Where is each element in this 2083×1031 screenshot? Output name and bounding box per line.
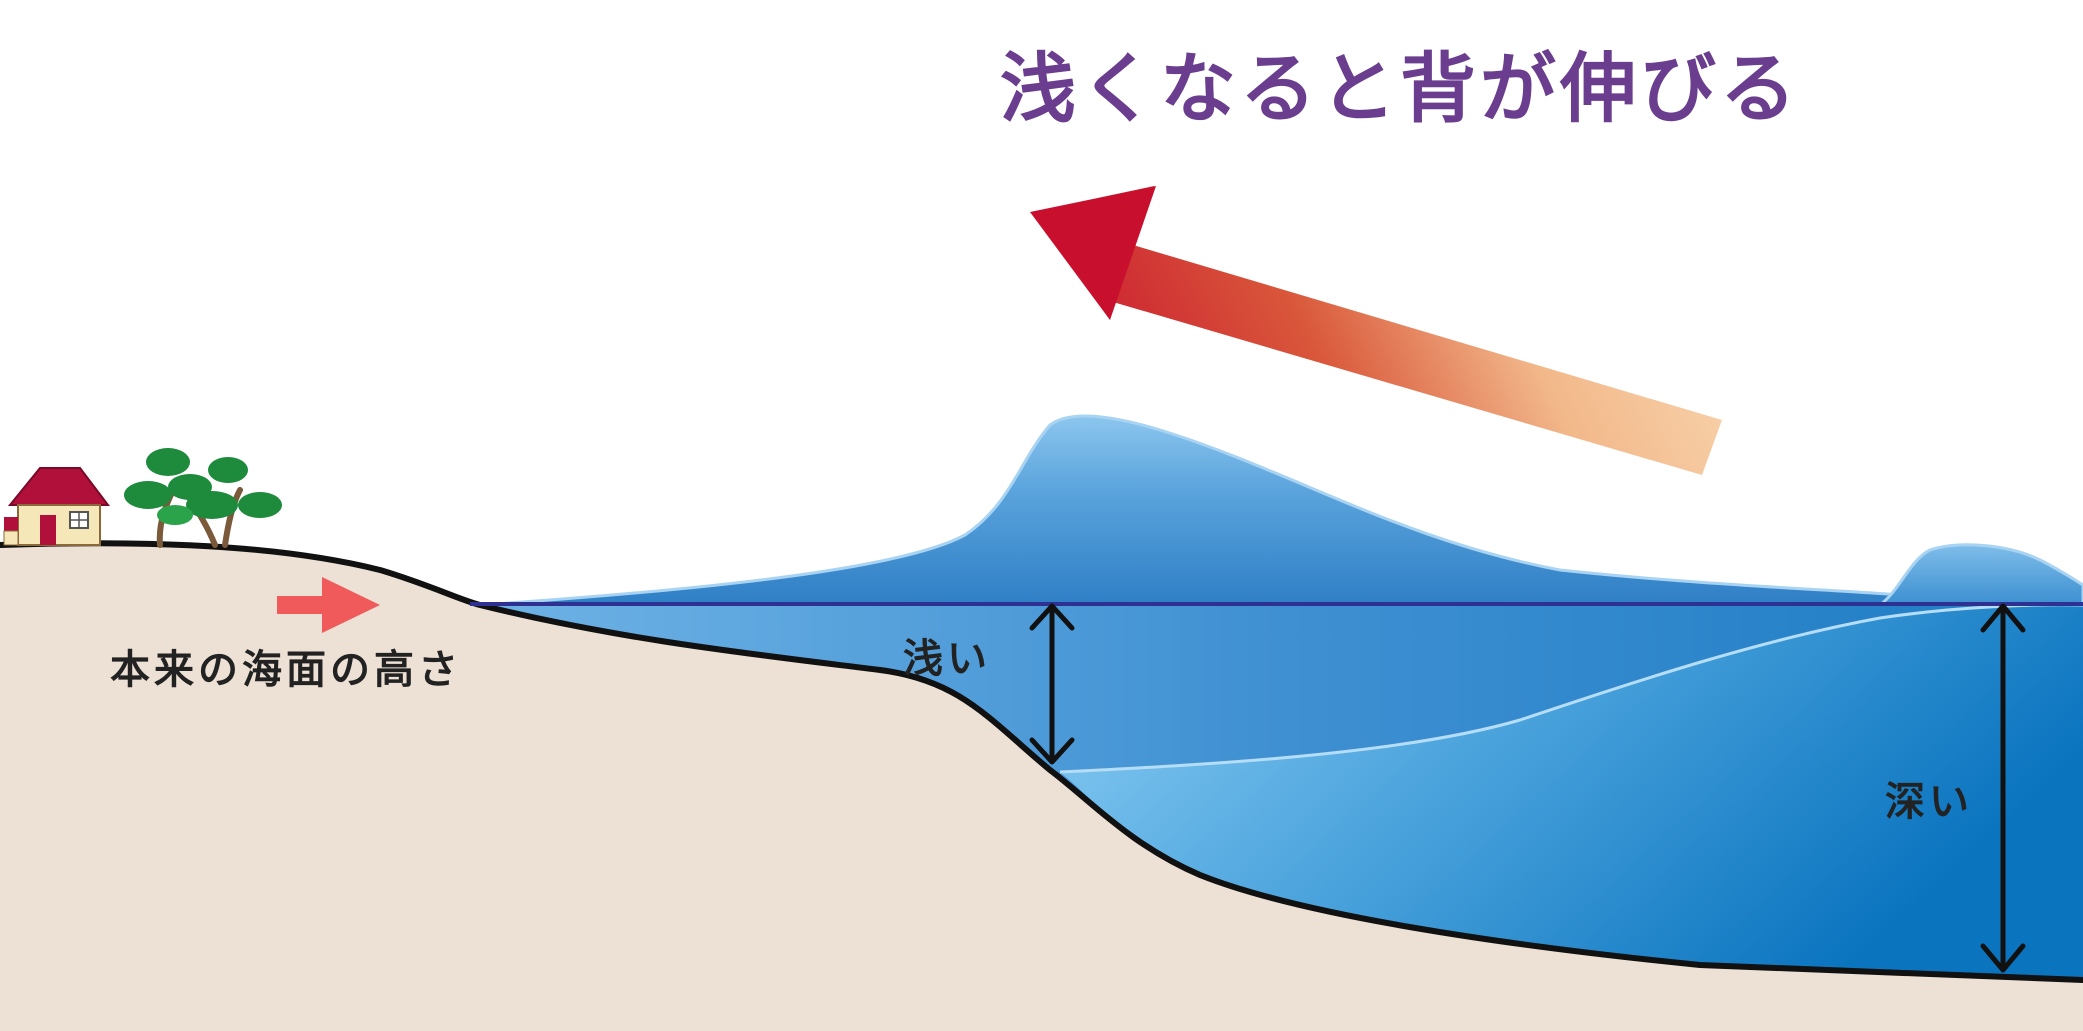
deep-depth-arrow — [1980, 603, 2026, 973]
deep-label: 深い — [1885, 779, 1973, 825]
direction-arrow-head — [1030, 186, 1156, 320]
shallow-label: 浅い — [903, 636, 991, 682]
diagram-title: 浅くなると背が伸びる — [1000, 44, 1800, 133]
shallow-depth-arrow — [1029, 603, 1075, 765]
house-icon — [3, 467, 111, 546]
pine-tree-icon — [124, 448, 282, 548]
sea-level-arrow-icon — [277, 577, 380, 633]
deep-water-region — [1060, 604, 2083, 980]
ground — [0, 543, 2083, 1031]
large-wave — [479, 414, 1902, 607]
coastline — [0, 540, 2083, 983]
small-wave-right — [1875, 543, 2083, 607]
deep-water-edge — [1059, 603, 2083, 774]
direction-arrow — [1033, 186, 1722, 475]
sea-level-label: 本来の海面の高さ — [110, 647, 462, 693]
